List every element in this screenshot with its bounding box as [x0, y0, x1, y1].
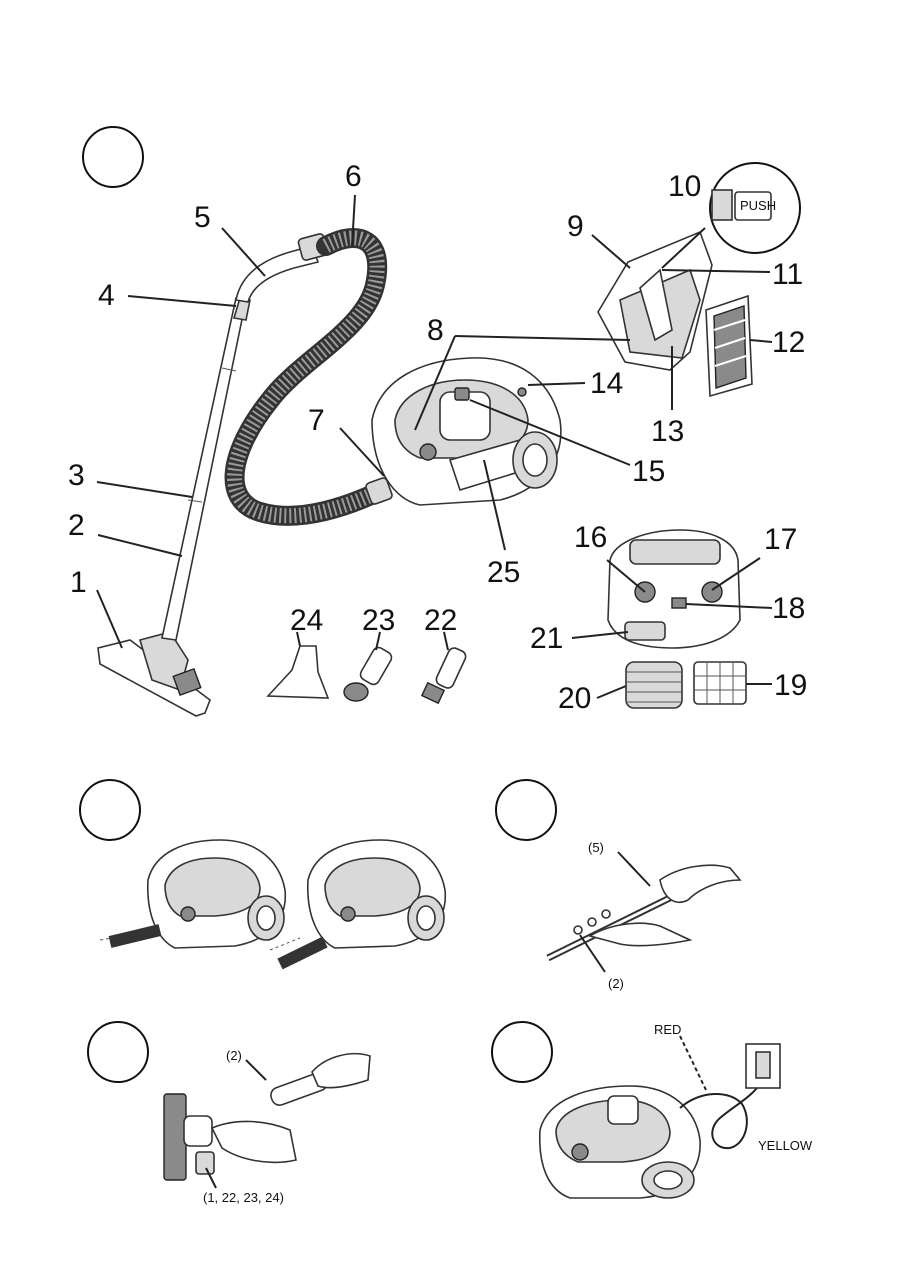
part-label-12: 12 — [772, 326, 805, 359]
part-label-8: 8 — [427, 314, 444, 347]
hose-inlet — [420, 444, 436, 460]
part-label-4: 4 — [98, 279, 115, 312]
part-label-13: 13 — [651, 415, 684, 448]
part-label-1: 1 — [70, 566, 87, 599]
part-label-5: 5 — [194, 201, 211, 234]
figure-1-number-circle — [83, 127, 143, 187]
part-label-23: 23 — [362, 604, 395, 637]
wall-outlet — [746, 1044, 780, 1088]
wire-label-yellow: YELLOW — [758, 1138, 813, 1153]
part-label-25: 25 — [487, 556, 520, 589]
part-label-18: 18 — [772, 592, 805, 625]
figure-4-label-attachments: (1, 22, 23, 24) — [203, 1190, 284, 1205]
part-label-14: 14 — [590, 367, 623, 400]
figure-5-number-circle — [492, 1022, 552, 1082]
vacuum-body-right — [270, 840, 445, 964]
part-label-24: 24 — [290, 604, 323, 637]
figure-3-handle-tube-connection: (5) (2) — [496, 780, 740, 991]
part-label-6: 6 — [345, 160, 362, 193]
handle — [236, 233, 328, 302]
filter-20 — [626, 662, 682, 708]
vacuum-body-left — [100, 840, 285, 948]
part-label-15: 15 — [632, 455, 665, 488]
part-label-21: 21 — [530, 622, 563, 655]
figure-3-number-circle — [496, 780, 556, 840]
part-label-7: 7 — [308, 404, 325, 437]
part-label-3: 3 — [68, 459, 85, 492]
vacuum-body-large — [540, 1086, 700, 1198]
figure-4-number-circle — [88, 1022, 148, 1082]
figure-2-hose-connection — [80, 780, 445, 964]
part-label-16: 16 — [574, 521, 607, 554]
part-label-10: 10 — [668, 170, 701, 203]
part-label-9: 9 — [567, 210, 584, 243]
cord-rewind-button — [518, 388, 526, 396]
wire-label-red: RED — [654, 1022, 681, 1037]
body-rear-view — [608, 530, 740, 648]
part-label-2: 2 — [68, 509, 85, 542]
figure-5-power-connection: RED YELLOW — [492, 1022, 813, 1198]
latch-push-text: PUSH — [740, 198, 776, 213]
hand-upper — [660, 865, 740, 902]
container-release-button — [455, 388, 469, 400]
part-label-22: 22 — [424, 604, 457, 637]
accessory-23-brush-nozzle — [344, 645, 394, 701]
figure-4-attachment-fitting: (2) (1, 22, 23, 24) — [88, 1022, 370, 1205]
figure-4-label-tube: (2) — [226, 1048, 242, 1063]
accessory-22-crevice-nozzle — [422, 646, 468, 703]
tube-end — [269, 1054, 370, 1108]
filter-12 — [706, 296, 752, 396]
part-label-20: 20 — [558, 682, 591, 715]
accessory-24-upholstery-nozzle — [268, 646, 328, 698]
figure-1-parts-overview: PUSH — [68, 127, 807, 716]
floor-brush-small — [164, 1094, 296, 1180]
figure-3-label-handle: (5) — [588, 840, 604, 855]
filter-19 — [694, 662, 746, 704]
figure-3-label-tube: (2) — [608, 976, 624, 991]
part-label-19: 19 — [774, 669, 807, 702]
vacuum-body — [372, 358, 561, 505]
figure-2-number-circle — [80, 780, 140, 840]
part-label-17: 17 — [764, 523, 797, 556]
floor-brush — [98, 632, 210, 716]
part-label-11: 11 — [772, 258, 803, 291]
